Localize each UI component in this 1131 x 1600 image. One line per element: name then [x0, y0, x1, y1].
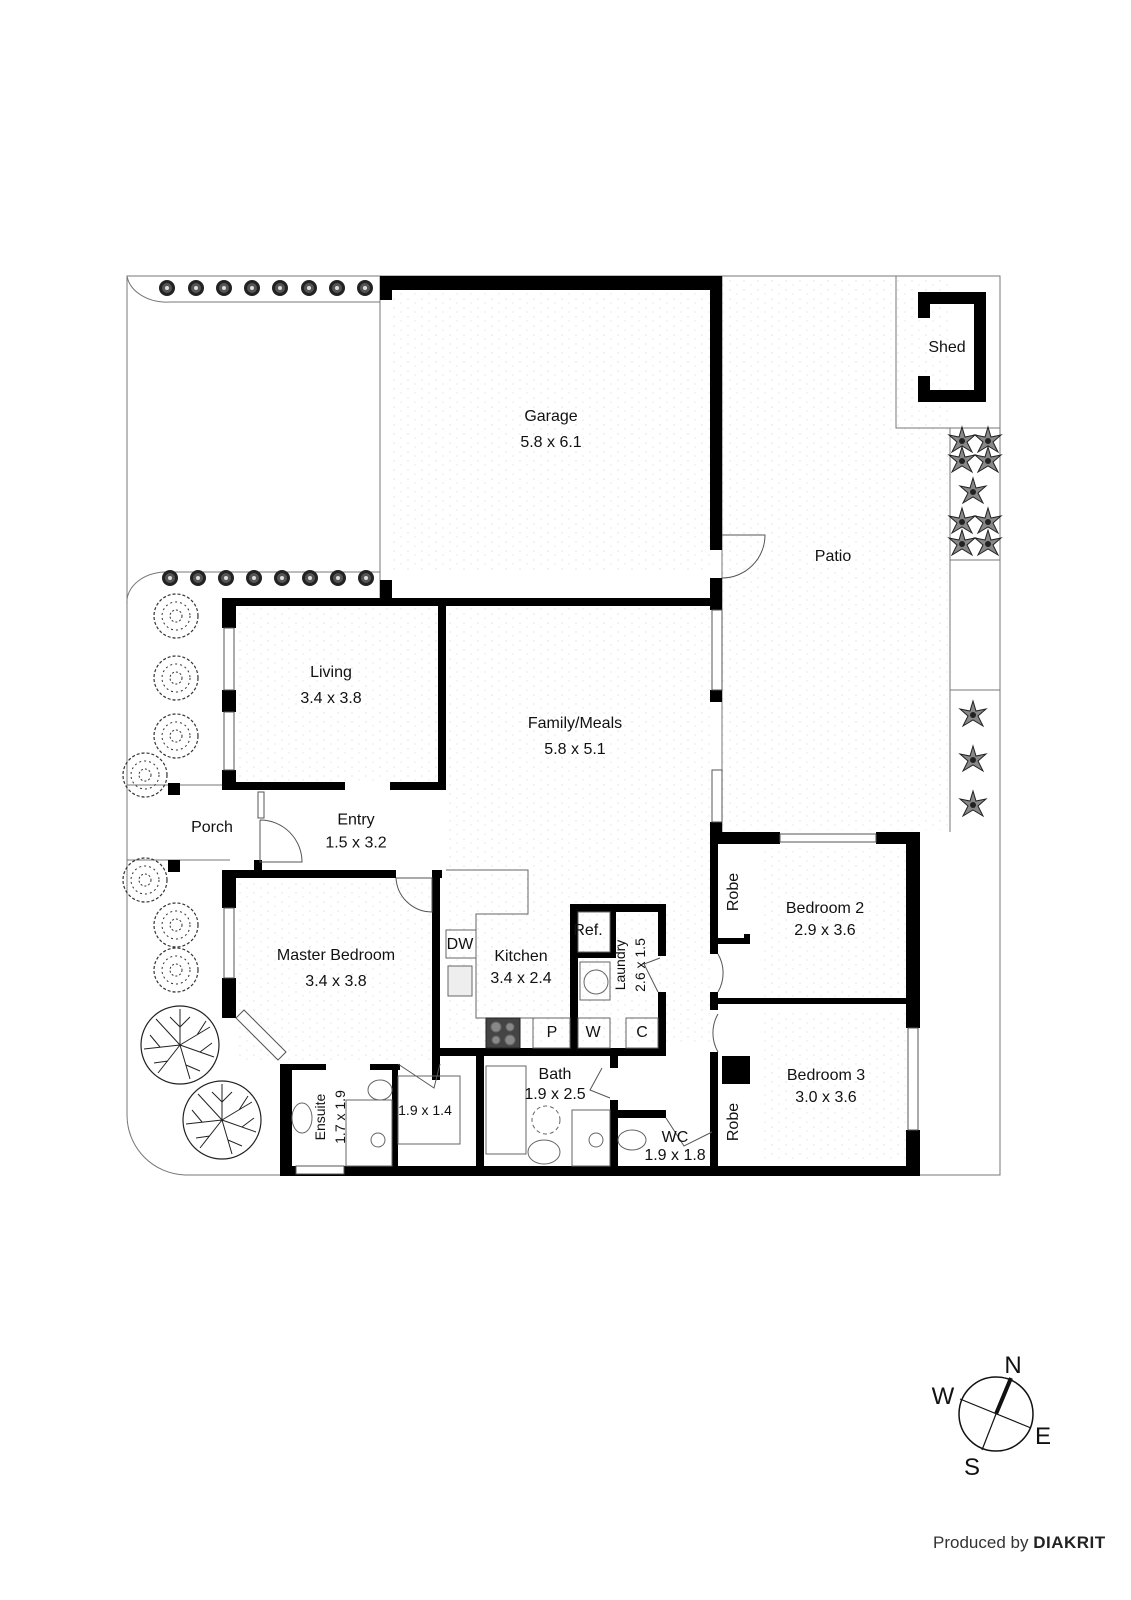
room-dimensions: 5.8 x 6.1 [520, 434, 582, 451]
room-living: Living 3.4 x 3.8 [300, 663, 361, 709]
room-dimensions: 1.7 x 1.9 [332, 1090, 348, 1144]
room-wc: WC 1.9 x 1.8 [644, 1128, 705, 1166]
room-name: WC [661, 1129, 689, 1146]
room-name: Shed [928, 339, 966, 356]
producer-credit: Produced by DIAKRIT [933, 1533, 1106, 1553]
room-name: Living [310, 664, 352, 681]
room-kitchen: Kitchen 3.4 x 2.4 [490, 947, 551, 989]
room-dimensions: 2.6 x 1.5 [632, 938, 648, 992]
plants-east [948, 426, 1002, 817]
compass-east-label: E [1034, 1423, 1052, 1450]
room-name: Porch [191, 819, 233, 836]
room-name: Robe [725, 872, 742, 912]
room-shed: Shed [928, 338, 965, 358]
compass-west-label: W [931, 1383, 955, 1410]
fixture-cupboard: C [636, 1024, 648, 1041]
compass-rose [958, 1376, 1034, 1452]
fixture-pantry: P [546, 1024, 558, 1041]
room-bath: Bath 1.9 x 2.5 [524, 1065, 585, 1105]
room-master-bedroom: Master Bedroom 3.4 x 3.8 [277, 946, 395, 992]
room-bedroom-3: Bedroom 3 3.0 x 3.6 [787, 1066, 865, 1108]
fixture-washer: W [585, 1024, 601, 1041]
room-ensuite: Ensuite 1.7 x 1.9 [310, 1090, 350, 1144]
room-name: Garage [524, 408, 578, 425]
room-dimensions: 1.5 x 3.2 [325, 834, 387, 852]
room-patio: Patio [815, 547, 851, 567]
room-name: Patio [814, 548, 852, 565]
room-dimensions: 5.8 x 5.1 [544, 741, 606, 758]
room-family-meals: Family/Meals 5.8 x 5.1 [528, 714, 622, 760]
room-dimensions: 2.9 x 3.6 [794, 922, 856, 939]
room-entry: Entry 1.5 x 3.2 [325, 811, 386, 854]
room-name: Bedroom 2 [785, 900, 865, 917]
credit-brand-logo: DIAKRIT [1033, 1533, 1106, 1552]
room-porch: Porch [191, 818, 233, 838]
compass-north-label: N [1004, 1352, 1022, 1379]
room-name: Robe [725, 1102, 742, 1142]
credit-prefix: Produced by [933, 1533, 1029, 1552]
room-name: Family/Meals [527, 715, 623, 732]
room-name: Kitchen [494, 948, 548, 965]
room-dimensions: 1.9 x 2.5 [524, 1086, 586, 1103]
kitchen-fixtures [291, 869, 659, 1167]
room-name: Laundry [612, 939, 628, 991]
floor-hatch [236, 278, 948, 1162]
room-dimensions: 3.0 x 3.6 [795, 1089, 857, 1106]
hedge-top [159, 280, 373, 296]
room-dimensions: 3.4 x 3.8 [305, 973, 367, 990]
room-garage: Garage 5.8 x 6.1 [520, 407, 581, 453]
windows [223, 609, 919, 1175]
door-swings [259, 534, 766, 1147]
fixture-fridge: Ref. [573, 922, 603, 939]
bushes-west [122, 593, 199, 993]
room-dimensions: 3.4 x 3.8 [300, 690, 362, 707]
room-robe-bedroom-3: Robe [724, 1103, 744, 1141]
room-name: Bath [538, 1066, 572, 1083]
room-dimensions: 3.4 x 2.4 [490, 970, 552, 987]
fixture-dishwasher: DW [446, 936, 474, 953]
room-robe-bedroom-2: Robe [724, 873, 744, 911]
room-name: Master Bedroom [276, 947, 396, 964]
room-walk-in-robe: 1.9 x 1.4 [398, 1100, 452, 1120]
room-name: Ensuite [312, 1093, 328, 1141]
room-dimensions: 1.9 x 1.8 [644, 1147, 706, 1164]
room-dimensions: 1.9 x 1.4 [398, 1102, 452, 1118]
room-laundry: Laundry 2.6 x 1.5 [610, 938, 650, 992]
room-bedroom-2: Bedroom 2 2.9 x 3.6 [786, 899, 864, 941]
compass-south-label: S [963, 1454, 981, 1481]
room-name: Entry [337, 811, 375, 829]
walls [168, 276, 986, 1176]
room-name: Bedroom 3 [786, 1067, 866, 1084]
